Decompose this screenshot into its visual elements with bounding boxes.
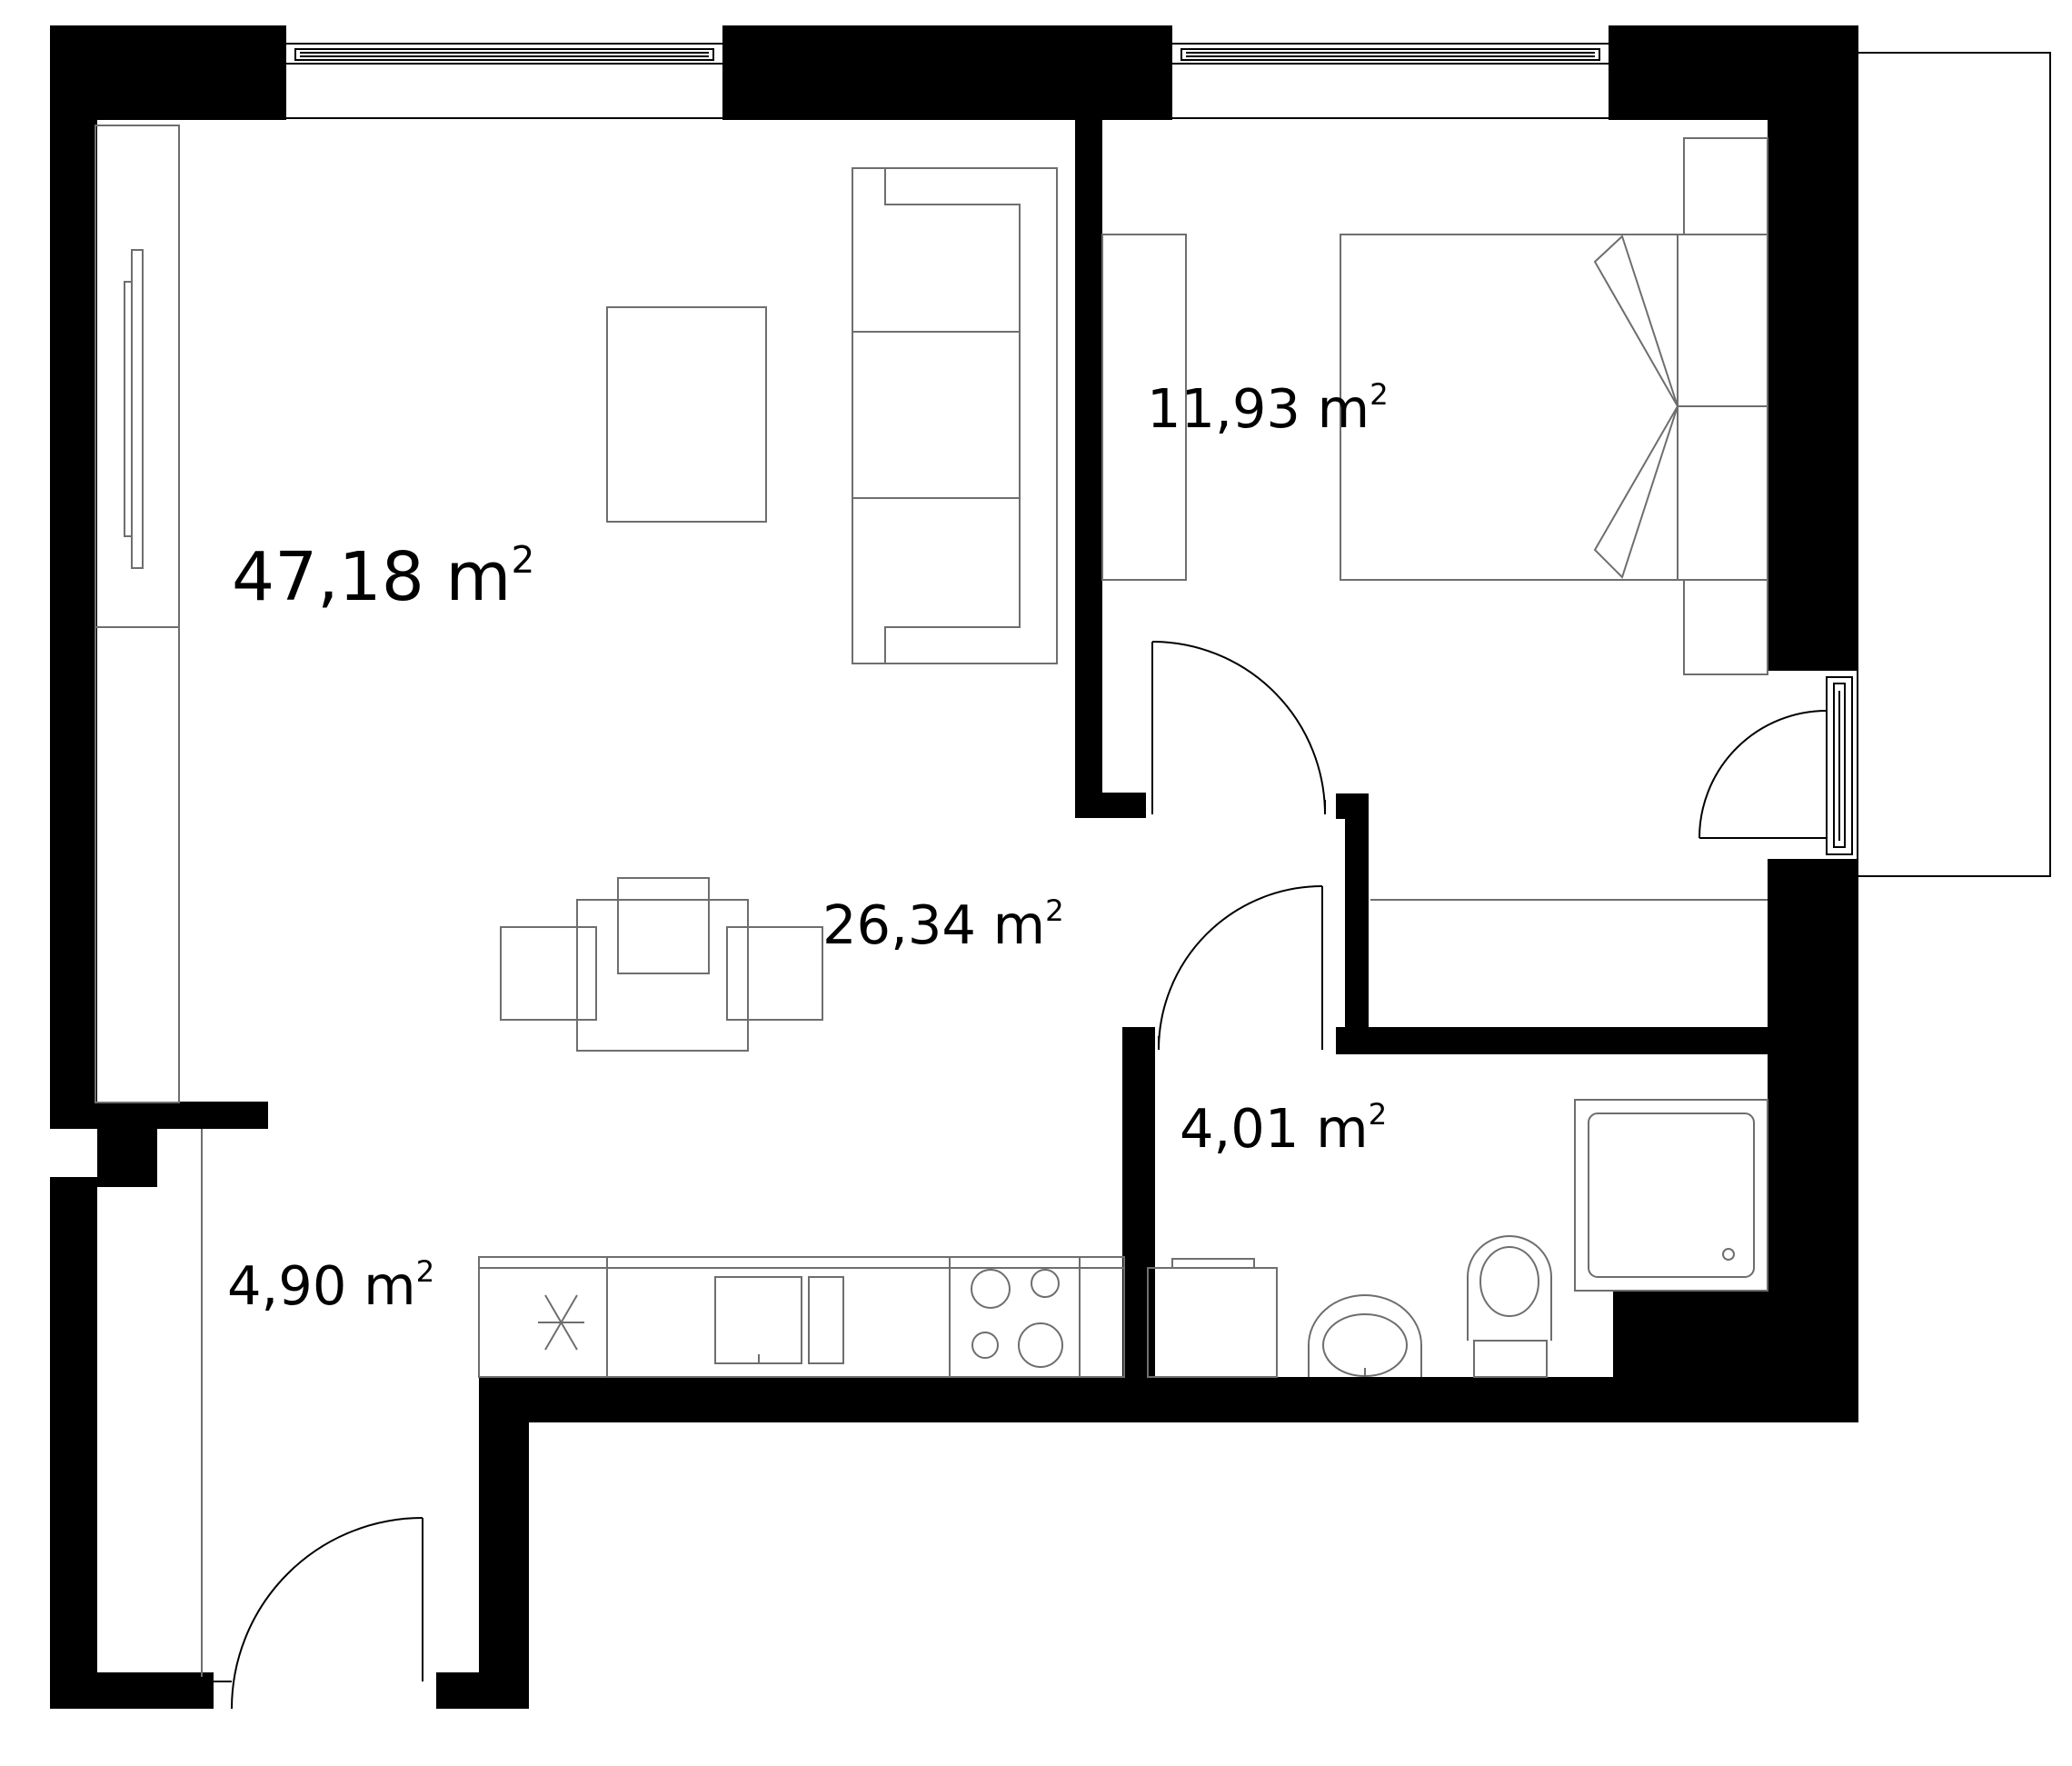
- coffee-table: [606, 306, 767, 523]
- sofa: [852, 167, 1058, 664]
- bathroom-area-value: 4,01: [1180, 1097, 1300, 1160]
- bedroom-area-exp: 2: [1370, 377, 1389, 413]
- living-area-value: 26,34: [822, 893, 976, 956]
- bathroom-area-exp: 2: [1368, 1097, 1388, 1132]
- sink: [714, 1276, 802, 1364]
- room-area-bathroom: 4,01 m2: [1180, 1100, 1387, 1155]
- living-area-exp: 2: [1045, 893, 1064, 929]
- total-area-unit: m: [445, 538, 512, 616]
- shower: [1574, 1099, 1768, 1292]
- bedroom-wardrobe: [1101, 234, 1187, 581]
- hallway-area-unit: m: [364, 1254, 416, 1317]
- room-area-hallway: 4,90 m2: [227, 1257, 434, 1312]
- hallway-area-exp: 2: [415, 1254, 435, 1290]
- total-area-value: 47,18: [232, 538, 424, 616]
- furniture: [95, 125, 1768, 1677]
- total-area-exp: 2: [511, 537, 535, 582]
- washing-machine: [1147, 1258, 1278, 1378]
- dining-set: [500, 877, 823, 1052]
- washbasin: [1308, 1294, 1422, 1377]
- walls: [50, 25, 1858, 1709]
- kitchen-counter: [478, 1256, 1125, 1378]
- bed: [1340, 137, 1768, 675]
- living-area-unit: m: [992, 893, 1046, 956]
- hallway-area-value: 4,90: [227, 1254, 347, 1317]
- wardrobe: [95, 125, 180, 1103]
- doors: [214, 641, 1828, 1710]
- cooktop: [949, 1256, 1081, 1378]
- toilet: [1467, 1235, 1552, 1378]
- room-area-living: 26,34 m2: [822, 896, 1064, 952]
- bathroom-area-unit: m: [1316, 1097, 1369, 1160]
- windows: [277, 43, 1853, 855]
- bedroom-area-unit: m: [1317, 377, 1370, 440]
- balcony: [1857, 52, 2051, 877]
- total-area-label: 47,18 m2: [232, 542, 534, 611]
- room-area-bedroom: 11,93 m2: [1147, 380, 1389, 435]
- bedroom-area-value: 11,93: [1147, 377, 1300, 440]
